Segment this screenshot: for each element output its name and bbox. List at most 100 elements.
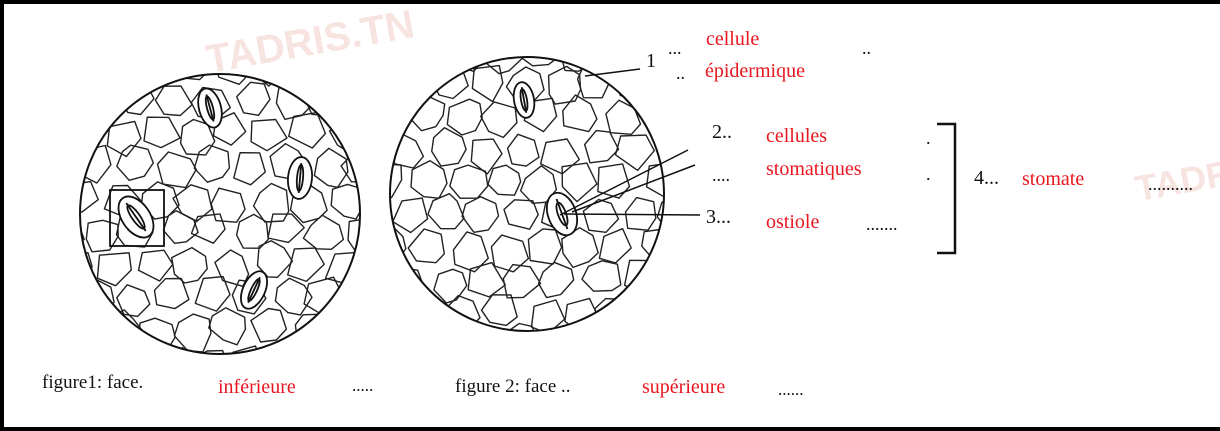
epidermal-cell xyxy=(357,5,395,39)
epidermal-cell xyxy=(508,134,539,166)
epidermal-cell xyxy=(585,131,619,163)
epidermal-cell xyxy=(348,219,382,252)
epidermal-cell xyxy=(172,248,208,283)
epidermal-cell xyxy=(504,200,538,229)
epidermal-cell xyxy=(660,132,695,165)
epidermal-cell xyxy=(362,120,397,154)
epidermal-cell xyxy=(578,62,610,98)
epidermal-cell xyxy=(272,344,310,380)
epidermal-cell xyxy=(252,50,288,87)
epidermal-cell xyxy=(327,311,361,350)
answer-ostiole: ostiole xyxy=(766,211,819,234)
stomata-fig2 xyxy=(511,81,583,240)
epidermal-cell xyxy=(447,99,482,135)
epidermal-cell xyxy=(144,117,180,147)
epidermal-cell xyxy=(583,200,618,233)
epidermal-cell xyxy=(371,244,402,278)
epidermal-cell xyxy=(606,100,641,134)
epidermal-cell xyxy=(99,54,136,88)
epidermal-cell xyxy=(134,56,170,88)
epidermal-cell xyxy=(139,318,175,351)
epidermal-cell xyxy=(267,23,300,57)
dots-1a: ... xyxy=(668,38,682,59)
epidermal-cell xyxy=(583,0,620,30)
epidermal-cell xyxy=(304,277,343,316)
epidermal-cell xyxy=(155,279,189,309)
epidermal-cell xyxy=(107,121,141,156)
dots-1c: .. xyxy=(676,63,685,84)
epidermal-cell xyxy=(450,165,488,198)
epidermal-cell xyxy=(351,133,382,164)
epidermal-cell xyxy=(328,27,369,65)
epidermal-cell xyxy=(694,259,727,293)
epidermal-cell xyxy=(60,318,90,350)
epidermal-cell xyxy=(390,65,424,100)
epidermal-cell xyxy=(317,348,348,383)
epidermal-cell xyxy=(528,229,561,264)
epidermal-cell xyxy=(234,153,265,185)
epidermal-cell xyxy=(428,194,464,229)
caption-figure1-answer: inférieure xyxy=(218,376,296,399)
epidermal-cell xyxy=(155,86,192,115)
epidermal-cell xyxy=(643,303,677,334)
epidermal-cell xyxy=(677,162,709,201)
caption-figure1: figure1: face. xyxy=(42,372,143,394)
dots-4: .......... xyxy=(1148,174,1193,195)
epidermal-cell xyxy=(584,322,619,360)
epidermal-cell xyxy=(396,326,431,359)
epidermal-cell xyxy=(663,5,696,42)
epidermal-cell xyxy=(304,82,341,116)
epidermal-cell xyxy=(158,152,197,188)
epidermal-cell xyxy=(288,248,325,281)
epidermal-cell xyxy=(346,344,382,378)
epidermal-cell xyxy=(604,38,635,70)
epidermal-cell xyxy=(615,6,653,36)
epidermal-cell xyxy=(86,220,118,252)
caption-figure1-dots: ..... xyxy=(352,376,373,396)
epidermal-cell xyxy=(696,325,729,358)
epidermal-cell xyxy=(275,278,312,315)
epidermal-cell xyxy=(393,198,428,232)
dots-2b: .... xyxy=(712,165,730,186)
epidermal-cell xyxy=(385,283,424,317)
epidermal-cell xyxy=(349,68,383,102)
stomate-bracket xyxy=(937,124,955,253)
epidermal-cell xyxy=(120,17,153,55)
epidermal-cell xyxy=(677,296,713,328)
epidermal-cell xyxy=(117,145,154,180)
epidermal-cell xyxy=(337,301,371,334)
epidermal-cell xyxy=(348,20,381,51)
epidermal-cell xyxy=(407,33,443,63)
epidermal-cell xyxy=(26,179,57,212)
epidermal-cell xyxy=(350,285,380,318)
epidermal-cell xyxy=(40,151,72,184)
label-number-2: 2.. xyxy=(712,121,732,144)
epidermal-cell xyxy=(388,0,421,31)
epidermal-cell xyxy=(59,55,96,89)
epidermal-cell xyxy=(625,260,661,296)
epidermal-cell xyxy=(642,230,679,260)
epidermal-cell xyxy=(97,253,131,286)
epidermal-cell xyxy=(539,262,574,297)
epidermal-cells-network-1 xyxy=(23,13,424,385)
epidermal-cell xyxy=(195,277,230,312)
dots-3: ....... xyxy=(866,214,898,235)
epidermal-cell xyxy=(520,33,557,66)
epidermal-cell xyxy=(549,66,581,104)
epidermal-cell xyxy=(290,52,326,83)
label-number-3: 3... xyxy=(706,206,731,229)
epidermal-cell xyxy=(198,23,229,59)
epidermal-cell xyxy=(503,265,540,298)
caption-figure2: figure 2: face .. xyxy=(455,376,571,398)
answer-cellules: cellules xyxy=(766,125,827,148)
pointer-line-3 xyxy=(564,214,700,215)
epidermal-cell xyxy=(614,68,648,99)
epidermal-cell xyxy=(541,139,580,174)
epidermal-cell xyxy=(24,309,59,342)
epidermal-cell xyxy=(211,188,245,222)
epidermal-cell xyxy=(663,267,696,300)
epidermal-cell xyxy=(336,101,372,137)
epidermal-cell xyxy=(139,250,173,281)
epidermal-cell xyxy=(343,88,379,121)
